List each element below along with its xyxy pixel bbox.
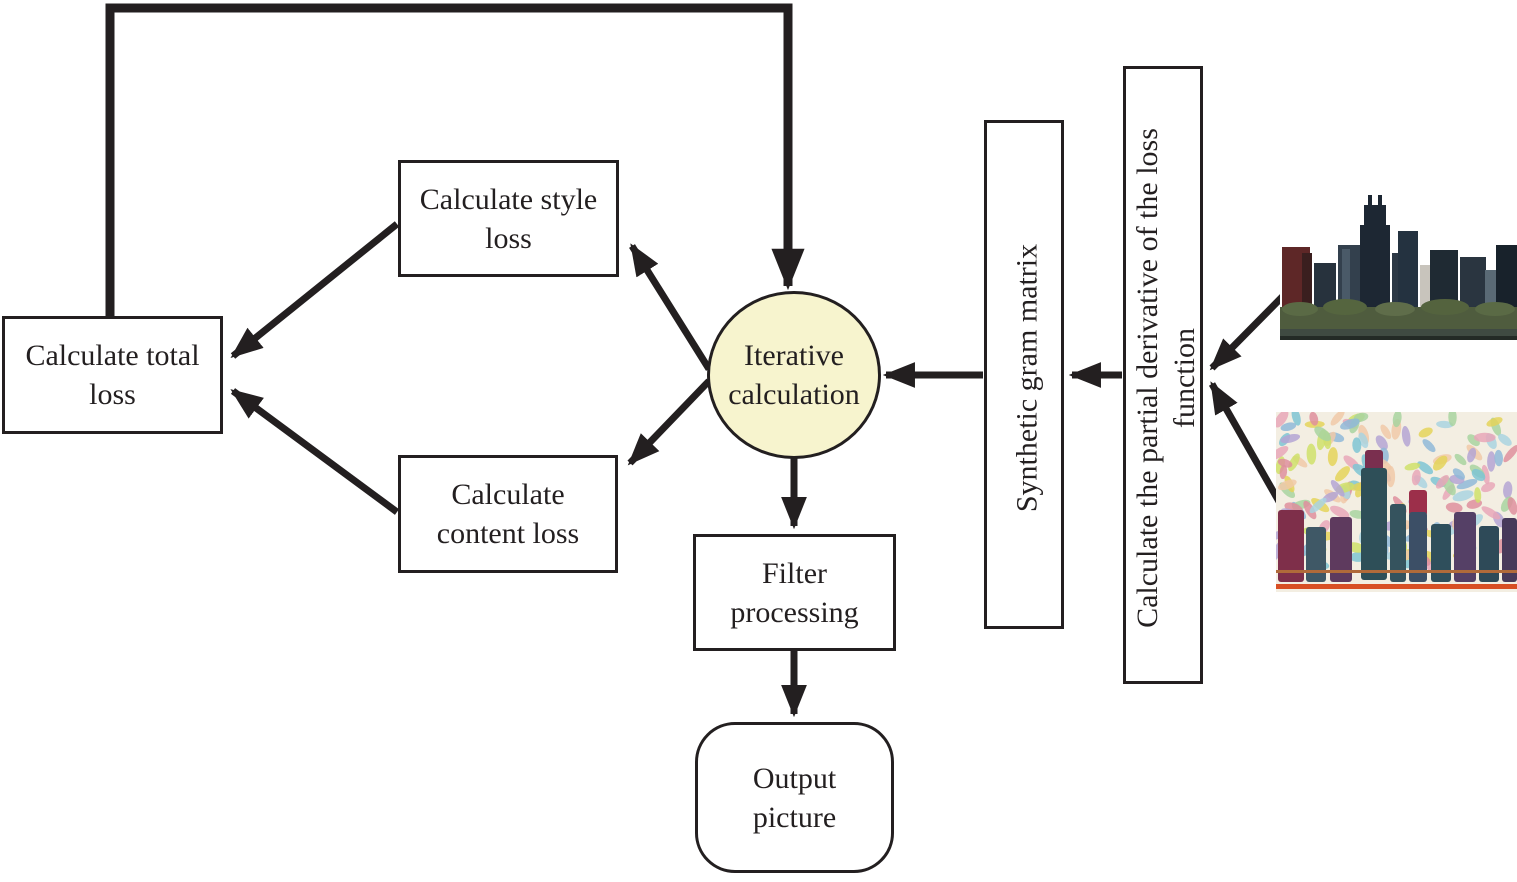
style-image-stylized-painting	[1276, 412, 1517, 592]
node-label: Filter processing	[730, 556, 859, 629]
arrow-iterative-to-style	[629, 243, 712, 371]
node-label: Calculate the partial derivative of the …	[1130, 128, 1202, 628]
arrow-content-to-total	[230, 388, 400, 515]
node-label: Calculate style loss	[419, 182, 598, 255]
photo-bottom-edge	[1280, 336, 1517, 340]
node-synthetic-gram-matrix: Synthetic gram matrix	[984, 120, 1064, 629]
node-partial-derivative: Calculate the partial derivative of the …	[1123, 66, 1203, 684]
painting-accent-line	[1276, 584, 1517, 589]
content-image-skyline-photo	[1280, 195, 1517, 340]
node-label: Iterative calculation	[728, 339, 860, 411]
node-calculate-style-loss: Calculate style loss	[398, 160, 619, 277]
arrow-photo-to-partial	[1209, 289, 1290, 371]
arrow-style-to-total	[230, 221, 400, 359]
node-calculate-content-loss: Calculate content loss	[398, 455, 618, 573]
photo-waterline	[1280, 329, 1517, 336]
node-label: Synthetic gram matrix	[1010, 243, 1044, 512]
node-label: Calculate content loss	[436, 478, 580, 550]
painting-shore-line	[1276, 570, 1517, 573]
node-calculate-total-loss: Calculate total loss	[2, 316, 223, 434]
node-filter-processing: Filter processing	[693, 534, 896, 651]
arrow-iterative-to-content	[627, 378, 712, 466]
painting-buildings	[1278, 450, 1517, 582]
node-label: Output picture	[752, 761, 837, 834]
node-label: Calculate total loss	[25, 339, 200, 411]
node-iterative-calculation: Iterative calculation	[707, 291, 881, 459]
photo-trees	[1280, 299, 1517, 331]
node-output-picture: Output picture	[695, 722, 894, 873]
arrow-styleimg-to-partial	[1208, 381, 1285, 507]
